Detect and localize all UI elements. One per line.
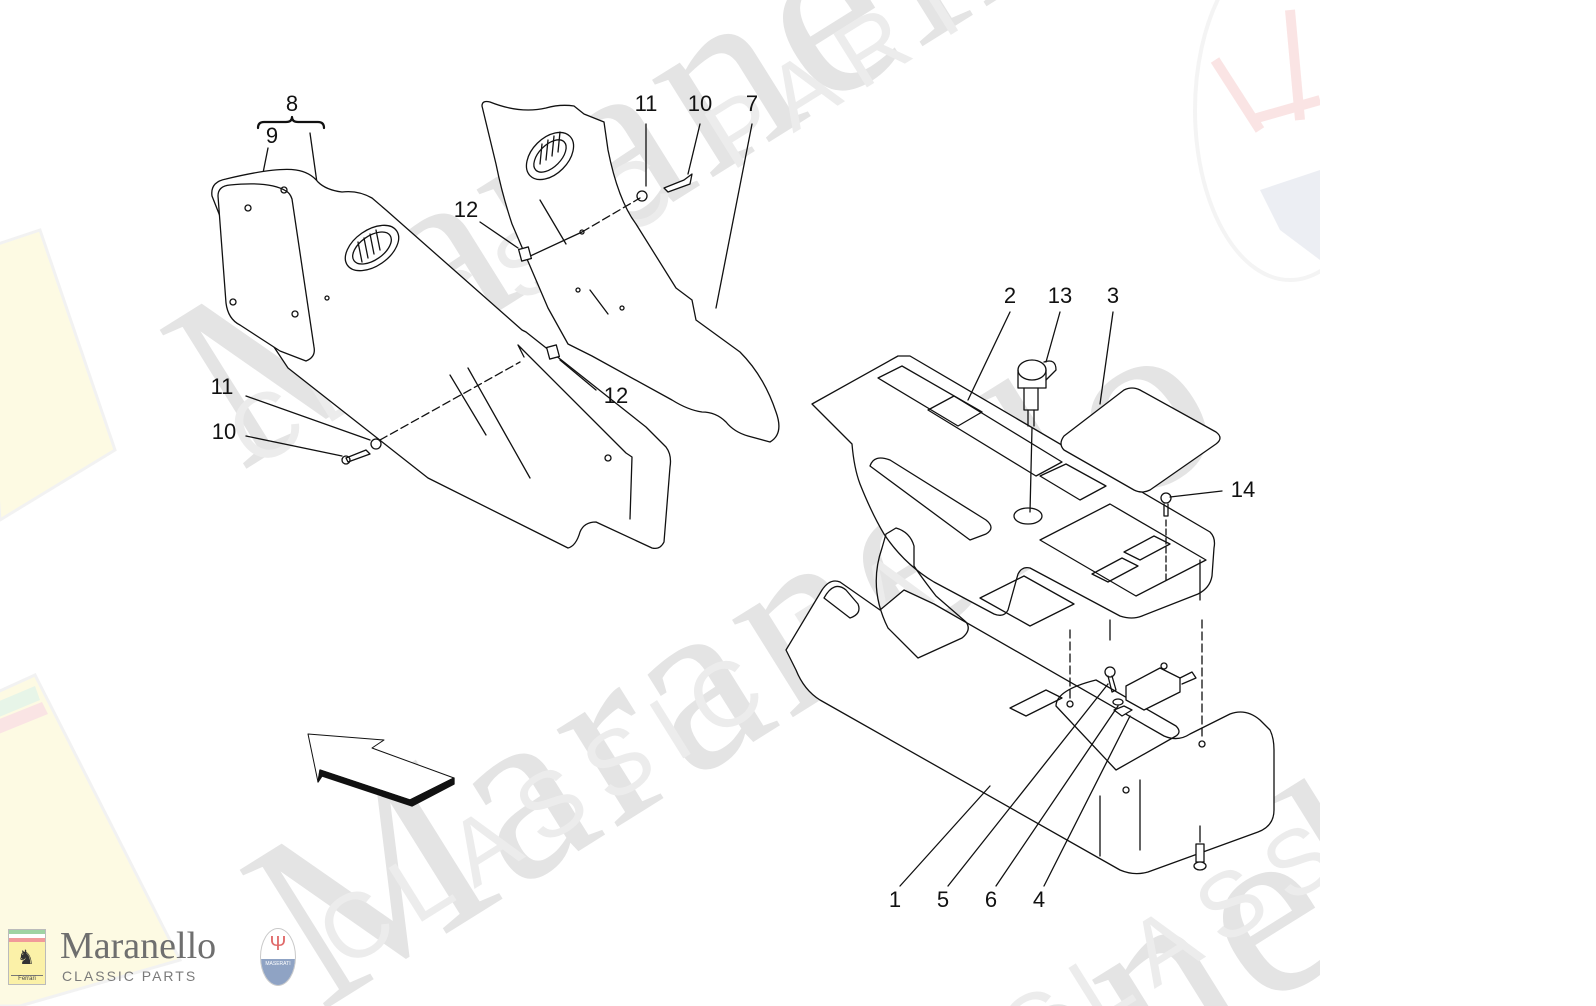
screw-icon	[663, 173, 693, 193]
air-vent-icon	[344, 224, 400, 272]
logo-subtitle: CLASSIC PARTS	[62, 968, 198, 984]
callout-6: 6	[984, 887, 998, 912]
callout-4: 4	[1032, 887, 1046, 912]
callout-2: 2	[1003, 283, 1017, 308]
console-base-part-1	[785, 527, 1275, 875]
line-art	[211, 100, 1275, 887]
callout-11-left: 11	[210, 374, 234, 399]
diagram-canvas: Maranello CLASSIC PARTS Maranello CLASSI…	[0, 0, 1320, 1006]
logo-title: Maranello	[60, 925, 217, 967]
callout-12-mid: 12	[603, 383, 629, 408]
side-panel-insert-9	[217, 183, 315, 362]
right-side-trim-panel	[481, 100, 780, 443]
washer-icon	[370, 438, 382, 450]
direction-arrow-icon	[307, 733, 455, 807]
callout-7: 7	[745, 91, 759, 116]
callout-14: 14	[1230, 477, 1256, 502]
clip-icon	[517, 246, 533, 262]
console-upper-part-2	[811, 355, 1216, 641]
trident-icon: Ψ	[269, 933, 287, 955]
washer-icon	[636, 190, 648, 202]
bolt-under-icon	[1193, 825, 1207, 871]
maserati-badge-icon: Ψ MASERATI	[260, 928, 296, 986]
console-lid-3	[1060, 387, 1221, 493]
maserati-badge-text: MASERATI	[265, 961, 291, 967]
blank-margin	[1320, 0, 1596, 1006]
air-vent-icon	[525, 131, 575, 181]
fasteners-right-panel	[479, 123, 753, 309]
callout-12-top: 12	[453, 197, 479, 222]
screw-14-icon	[1160, 490, 1223, 581]
callout-11-top: 11	[634, 91, 658, 116]
callout-8: 8	[285, 91, 299, 116]
bracket-4-icon	[1113, 662, 1197, 717]
callout-10-left: 10	[211, 419, 237, 444]
brace-8	[256, 115, 326, 130]
fasteners-left-panel	[245, 344, 597, 465]
prancing-horse-icon: ♞	[17, 947, 35, 969]
ferrari-badge-icon: ♞ Ferrari	[8, 929, 46, 985]
callout-9: 9	[265, 123, 279, 148]
callout-3: 3	[1106, 283, 1120, 308]
screw-5-icon	[1104, 666, 1117, 693]
cigar-lighter-icon	[1017, 311, 1061, 513]
callout-5: 5	[936, 887, 950, 912]
maranello-classic-parts-logo: ♞ Ferrari Maranello CLASSIC PARTS Ψ MASE…	[4, 925, 304, 990]
ferrari-badge-text: Ferrari	[11, 975, 43, 982]
faded-badges	[0, 0, 1320, 1006]
callout-1: 1	[888, 887, 902, 912]
callout-10-top: 10	[687, 91, 713, 116]
left-side-trim-panel	[211, 168, 672, 550]
callout-13: 13	[1047, 283, 1073, 308]
clip-icon	[545, 344, 561, 360]
washer-6-icon	[1112, 698, 1124, 706]
screw-icon	[345, 449, 371, 463]
